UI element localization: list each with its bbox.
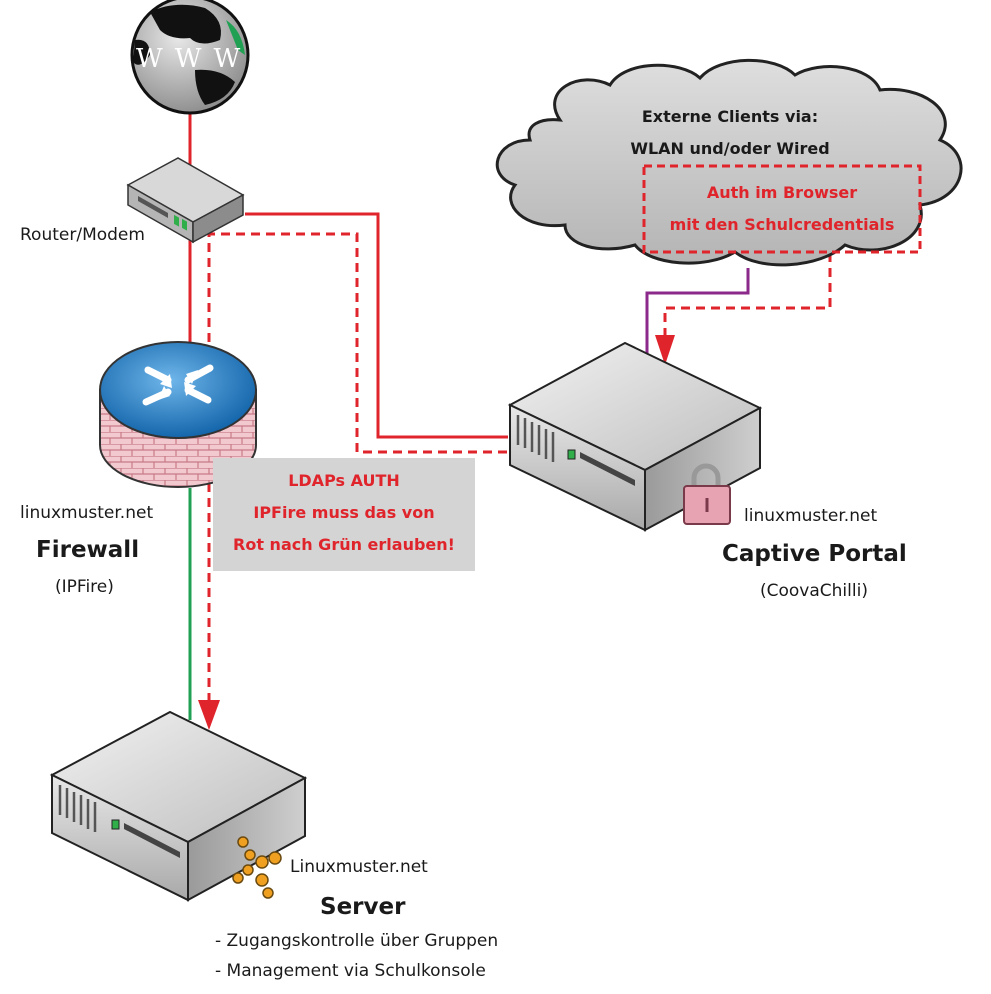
ldap-note-line1: LDAPs AUTH [288,471,400,490]
ldap-note-line2: IPFire muss das von [253,503,435,522]
server-bullet-2: - Management via Schulkonsole [215,961,486,981]
auth-box-line1: Auth im Browser [706,183,858,202]
firewall-title: Firewall [36,537,140,563]
captive-subtitle: (CoovaChilli) [760,581,868,601]
linuxmuster-logo-icon [232,836,282,899]
ldap-note-line3: Rot nach Grün erlauben! [233,535,455,554]
ldap-note-box [213,458,475,571]
server-bullet-1: - Zugangskontrolle über Gruppen [215,931,499,951]
firewall-brand-label: linuxmuster.net [20,503,154,523]
captive-title: Captive Portal [722,541,907,567]
lock-icon [683,463,731,525]
server-brand-label: Linuxmuster.net [290,857,428,877]
connections [188,110,832,730]
clients-line1: Externe Clients via: [641,107,819,126]
arrowhead-server [198,700,220,730]
router-modem-icon [126,157,245,244]
server-icon [49,710,308,902]
firewall-subtitle: (IPFire) [55,577,114,597]
link-router-captive [245,212,508,439]
www-label: WWW [136,44,253,74]
clients-cloud-icon [495,58,963,267]
dashed-auth-path [663,253,832,335]
router-label: Router/Modem [20,225,145,245]
arrowhead-captive [655,335,675,365]
clients-line2: WLAN und/oder Wired [630,139,830,158]
captive-brand-label: linuxmuster.net [744,506,878,526]
auth-box-frame [642,164,922,254]
auth-box-line2: mit den Schulcredentials [669,215,895,234]
link-clients-captive [645,268,750,355]
internet-globe-icon [130,0,250,115]
server-title: Server [320,894,406,920]
dashed-ldap-path [207,232,522,700]
